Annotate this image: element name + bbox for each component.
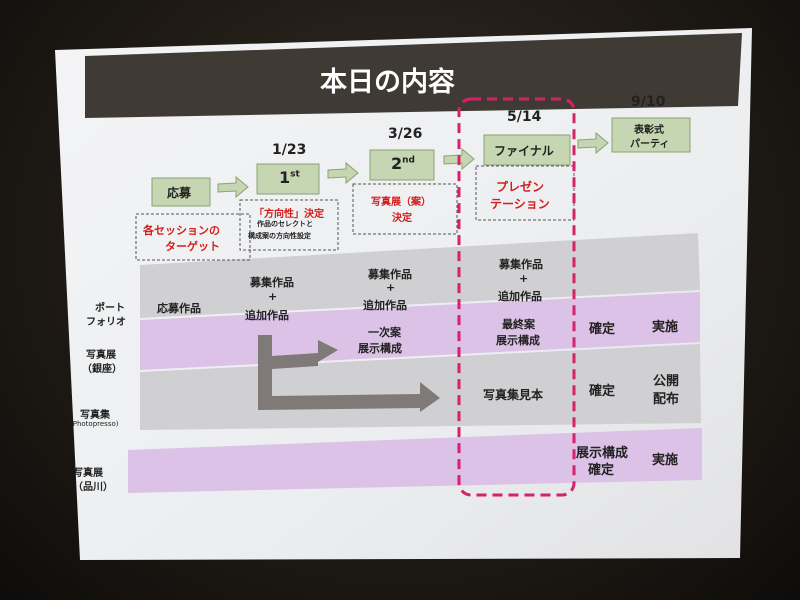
cell-text: 実施 xyxy=(652,320,679,335)
milestone-note: 写真展（案） xyxy=(371,197,431,208)
row-label: 写真集 xyxy=(80,410,110,421)
note-box-final xyxy=(475,165,575,221)
cell-text: + xyxy=(519,272,529,285)
cell-text: + xyxy=(386,281,396,294)
milestone-box-entry xyxy=(151,177,211,207)
cell-text: 実施 xyxy=(652,453,679,468)
milestone-note: 決定 xyxy=(392,213,412,224)
flow-arrow-icon xyxy=(258,335,440,412)
milestone-note: 「方向性」決定 xyxy=(254,209,324,220)
cell-text: + xyxy=(268,290,278,303)
cell-text: 募集作品 xyxy=(499,258,543,271)
cell-text: 最終案 xyxy=(502,318,535,331)
cell-text: 展示構成 xyxy=(576,446,629,461)
title-bar xyxy=(85,33,742,118)
band-shinagawa xyxy=(128,428,702,493)
cell-text: 確定 xyxy=(589,384,616,399)
row-label: （品川） xyxy=(73,482,113,493)
cell-text: 追加作品 xyxy=(498,290,542,303)
timeline-arrow-icon xyxy=(217,175,249,199)
milestone-label: 表彰式 xyxy=(634,125,664,136)
cell-text: 募集作品 xyxy=(368,268,412,281)
cell-text: 確定 xyxy=(588,463,615,478)
milestone-label: ファイナル xyxy=(494,144,554,158)
slide-title: 本日の内容 xyxy=(320,67,455,98)
milestone-box-final xyxy=(483,134,571,166)
date-label: 5/14 xyxy=(507,109,542,125)
note-box-2nd xyxy=(352,183,458,235)
milestone-label: 2nd xyxy=(391,154,415,173)
final-highlight-frame xyxy=(457,97,576,497)
band-ginza xyxy=(140,292,700,370)
date-label: 1/23 xyxy=(272,142,307,158)
timeline-arrow-icon xyxy=(327,161,359,185)
cell-text: 配布 xyxy=(653,392,680,407)
band-top xyxy=(140,233,700,318)
milestone-note: ターゲット xyxy=(165,240,220,253)
row-label: 写真展 xyxy=(73,468,103,479)
row-label: (Photopresso) xyxy=(70,420,119,428)
milestone-label: 1st xyxy=(279,168,300,187)
milestone-note: 作品のセレクトと xyxy=(257,220,313,228)
cell-text: 追加作品 xyxy=(245,309,289,322)
milestone-box-party xyxy=(611,117,691,153)
row-label: フォリオ xyxy=(86,317,126,328)
cell-text: 募集作品 xyxy=(250,276,294,289)
row-label: 写真展 xyxy=(86,350,116,361)
note-box-1st xyxy=(239,199,339,251)
milestone-box-2nd xyxy=(369,149,435,181)
cell-text: 追加作品 xyxy=(363,299,407,312)
milestone-note: 構成案の方向性設定 xyxy=(248,232,311,240)
date-label: 3/26 xyxy=(388,126,423,142)
cell-text: 展示構成 xyxy=(358,342,402,355)
cell-text: 写真集見本 xyxy=(483,388,544,402)
cell-text: 展示構成 xyxy=(496,334,540,347)
cell-text: 応募作品 xyxy=(157,302,201,315)
milestone-note: 各セッションの xyxy=(143,224,220,237)
cell-text: 公開 xyxy=(653,374,680,389)
milestone-label: パーティ xyxy=(630,139,670,150)
row-label: （銀座） xyxy=(82,364,122,375)
milestone-note: プレゼン xyxy=(496,180,545,194)
milestone-note: テーション xyxy=(490,197,550,211)
cell-text: 一次案 xyxy=(368,326,401,339)
milestone-box-1st xyxy=(256,163,320,195)
row-label: ポート xyxy=(95,303,125,314)
cell-text: 確定 xyxy=(589,322,616,337)
milestone-label: 応募 xyxy=(167,186,192,200)
note-box-entry xyxy=(135,213,251,261)
timeline-arrow-icon xyxy=(577,131,609,155)
date-label: 9/10 xyxy=(631,94,666,110)
